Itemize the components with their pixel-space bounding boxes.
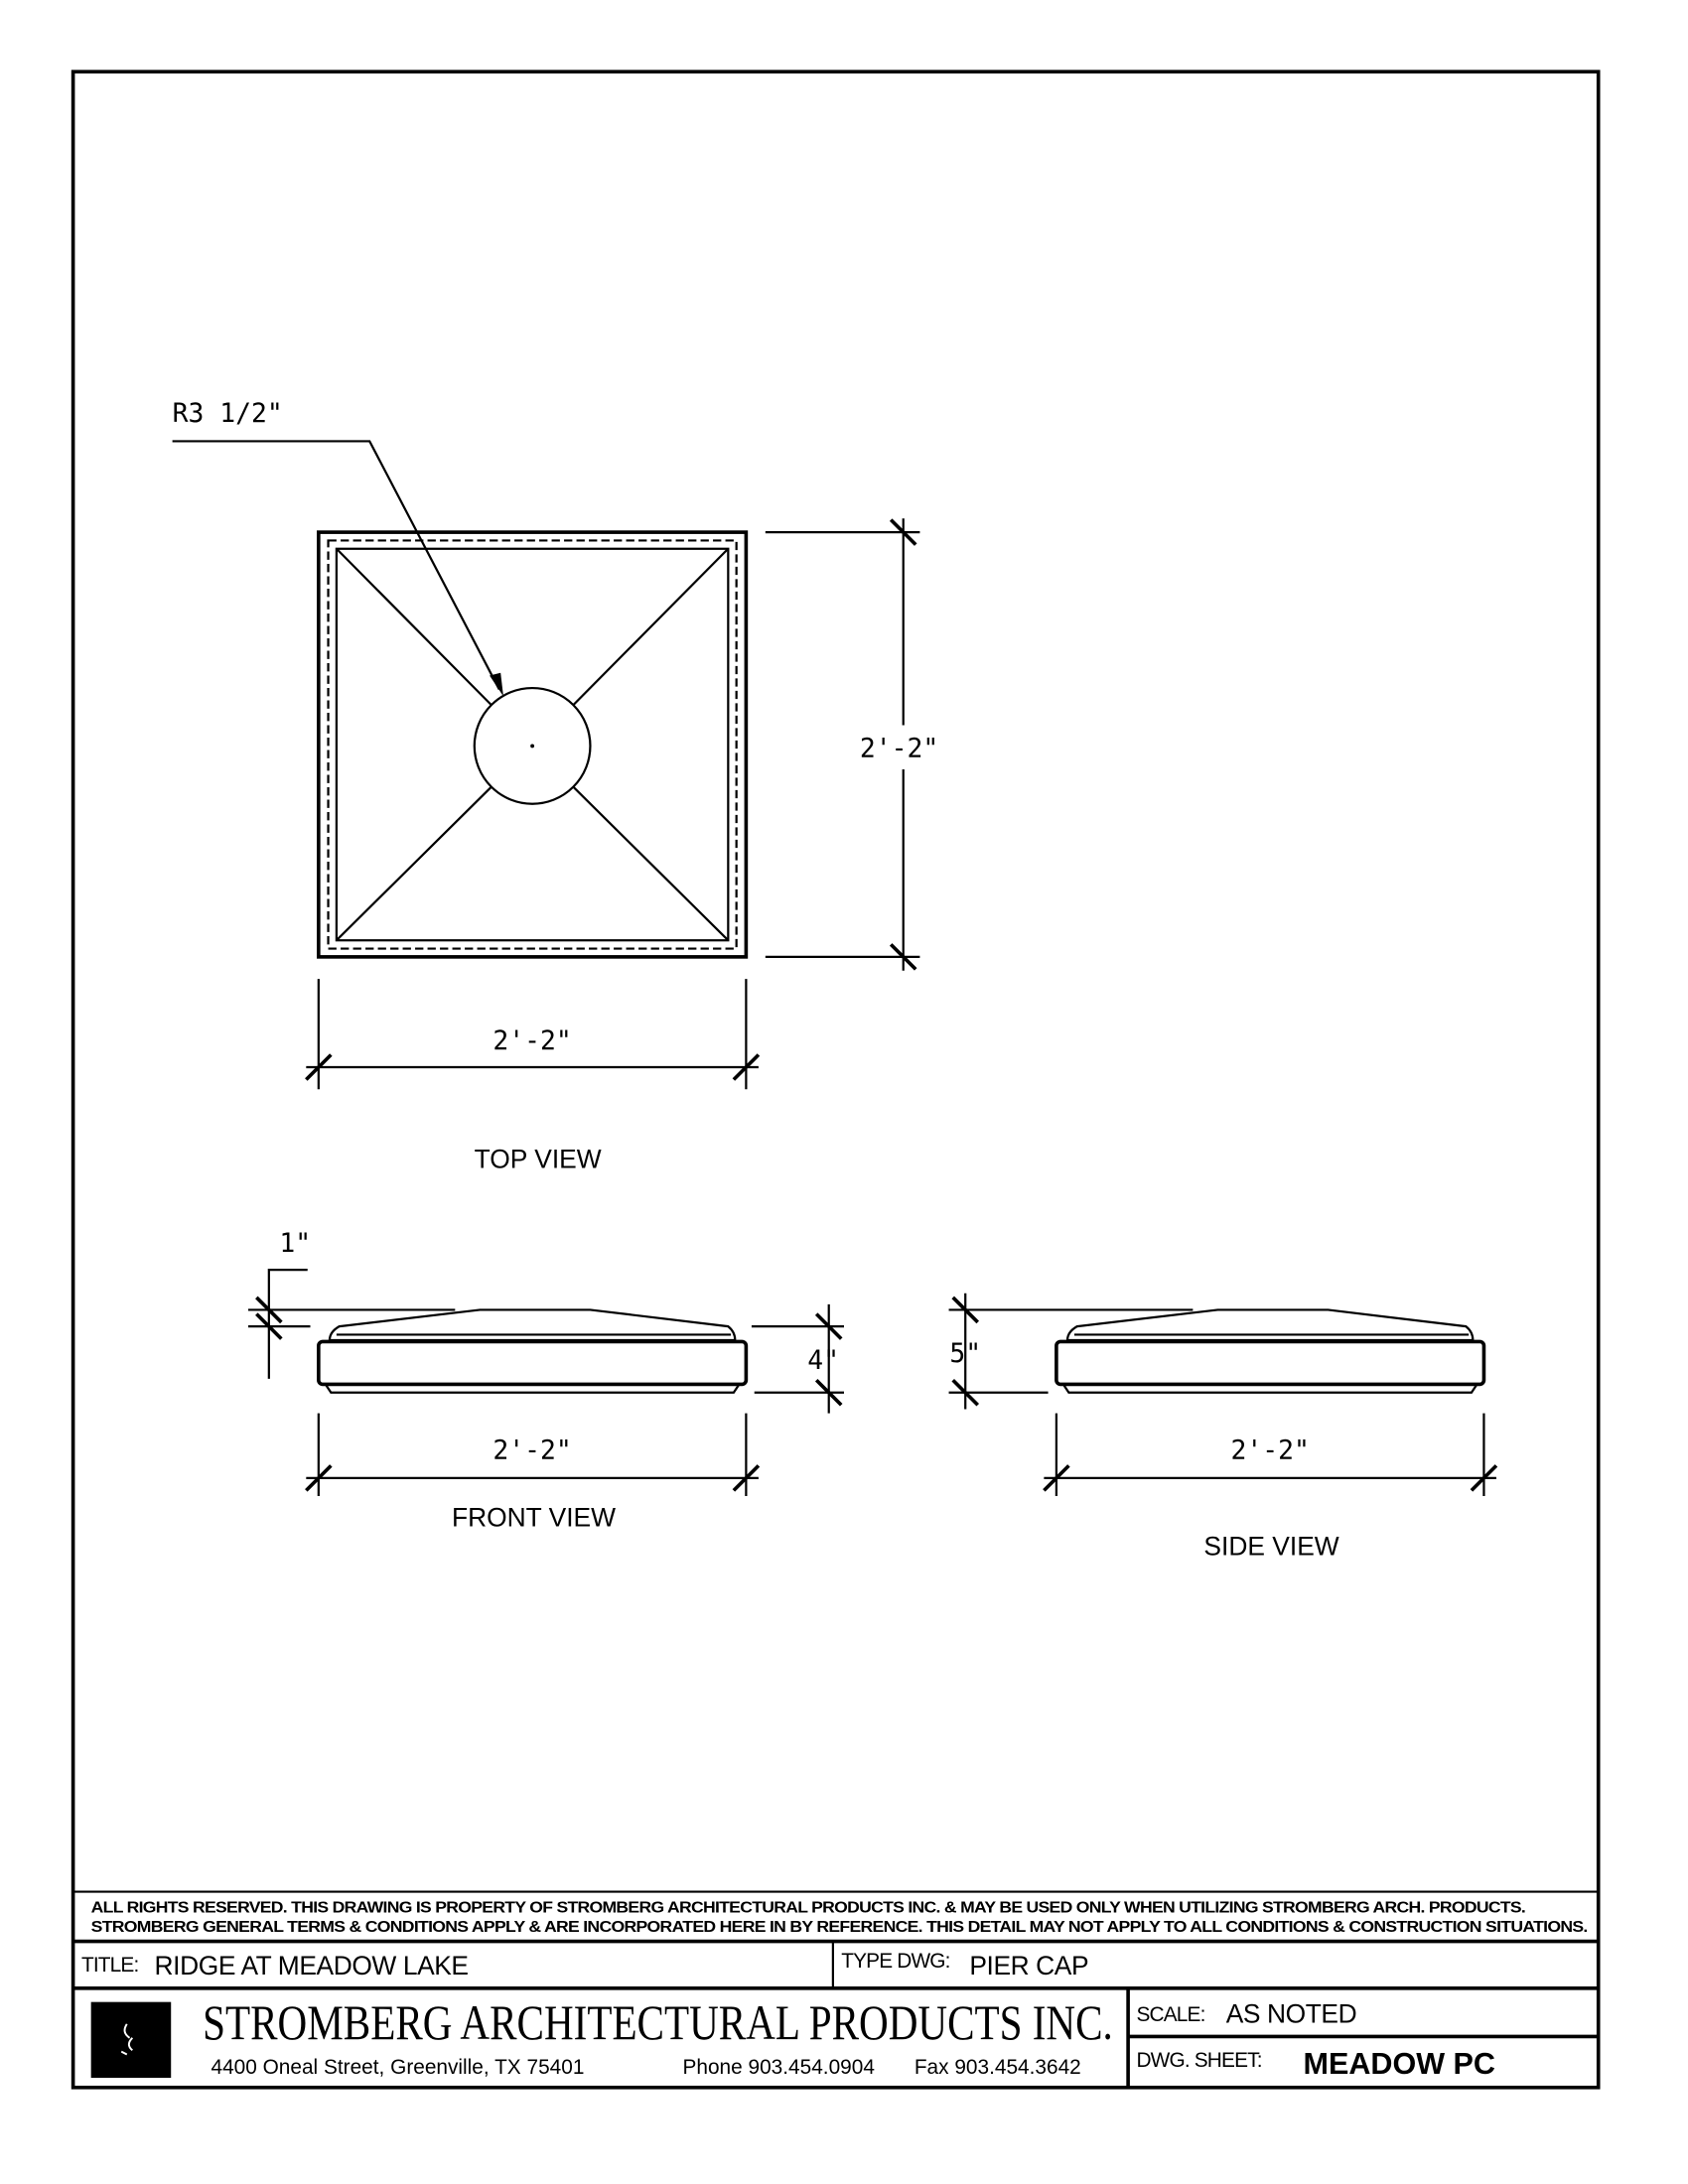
type-dwg-value: PIER CAP	[969, 1951, 1088, 1980]
side-view-label: SIDE VIEW	[1203, 1532, 1338, 1562]
company-address: 4400 Oneal Street, Greenville, TX 75401	[211, 2056, 585, 2079]
top-view-width-dim: 2'-2"	[492, 1026, 571, 1056]
dwg-sheet-value: MEADOW PC	[1304, 2047, 1495, 2081]
front-view-label: FRONT VIEW	[452, 1503, 616, 1533]
scale-label: SCALE:	[1136, 2003, 1204, 2026]
radius-label: R3 1/2"	[173, 399, 283, 429]
disclaimer-line-1: ALL RIGHTS RESERVED. THIS DRAWING IS PRO…	[91, 1899, 1526, 1916]
type-dwg-label: TYPE DWG:	[841, 1950, 949, 1973]
company-phone: Phone 903.454.0904	[683, 2056, 875, 2079]
side-view-height-dim: 5"	[949, 1339, 981, 1369]
disclaimer-line-2: STROMBERG GENERAL TERMS & CONDITIONS APP…	[91, 1919, 1588, 1936]
front-view: 1" 4" 2'-2" FRONT VIEW	[248, 1229, 844, 1533]
radius-leader	[172, 440, 500, 690]
title-label: TITLE:	[81, 1954, 139, 1977]
company-name: STROMBERG ARCHITECTURAL PRODUCTS INC.	[203, 1994, 1113, 2050]
flame-logo-icon	[120, 2023, 134, 2056]
front-view-width-dim: 2'-2"	[492, 1435, 571, 1465]
side-view-width-dim: 2'-2"	[1230, 1435, 1309, 1465]
side-view-height-dim-lines: 5"	[948, 1293, 1194, 1410]
dwg-sheet-label: DWG. SHEET:	[1136, 2049, 1261, 2072]
scale-value: AS NOTED	[1226, 1999, 1357, 2029]
side-view: 2'-2" SIDE VIEW	[1043, 1308, 1498, 1562]
title-value: RIDGE AT MEADOW LAKE	[155, 1951, 469, 1980]
top-view-label: TOP VIEW	[475, 1144, 602, 1173]
top-view: R3 1/2" 2'-2" 2'-2" TOP VIEW	[172, 399, 938, 1173]
top-view-height-dim: 2'-2"	[860, 735, 938, 764]
title-block: ALL RIGHTS RESERVED. THIS DRAWING IS PRO…	[72, 1890, 1599, 2088]
front-view-height-dim: 4"	[807, 1346, 839, 1376]
center-circle	[473, 686, 592, 805]
sheet-border	[70, 69, 1601, 2090]
company-fax: Fax 903.454.3642	[914, 2056, 1081, 2079]
front-view-top-dim: 1"	[279, 1229, 311, 1259]
